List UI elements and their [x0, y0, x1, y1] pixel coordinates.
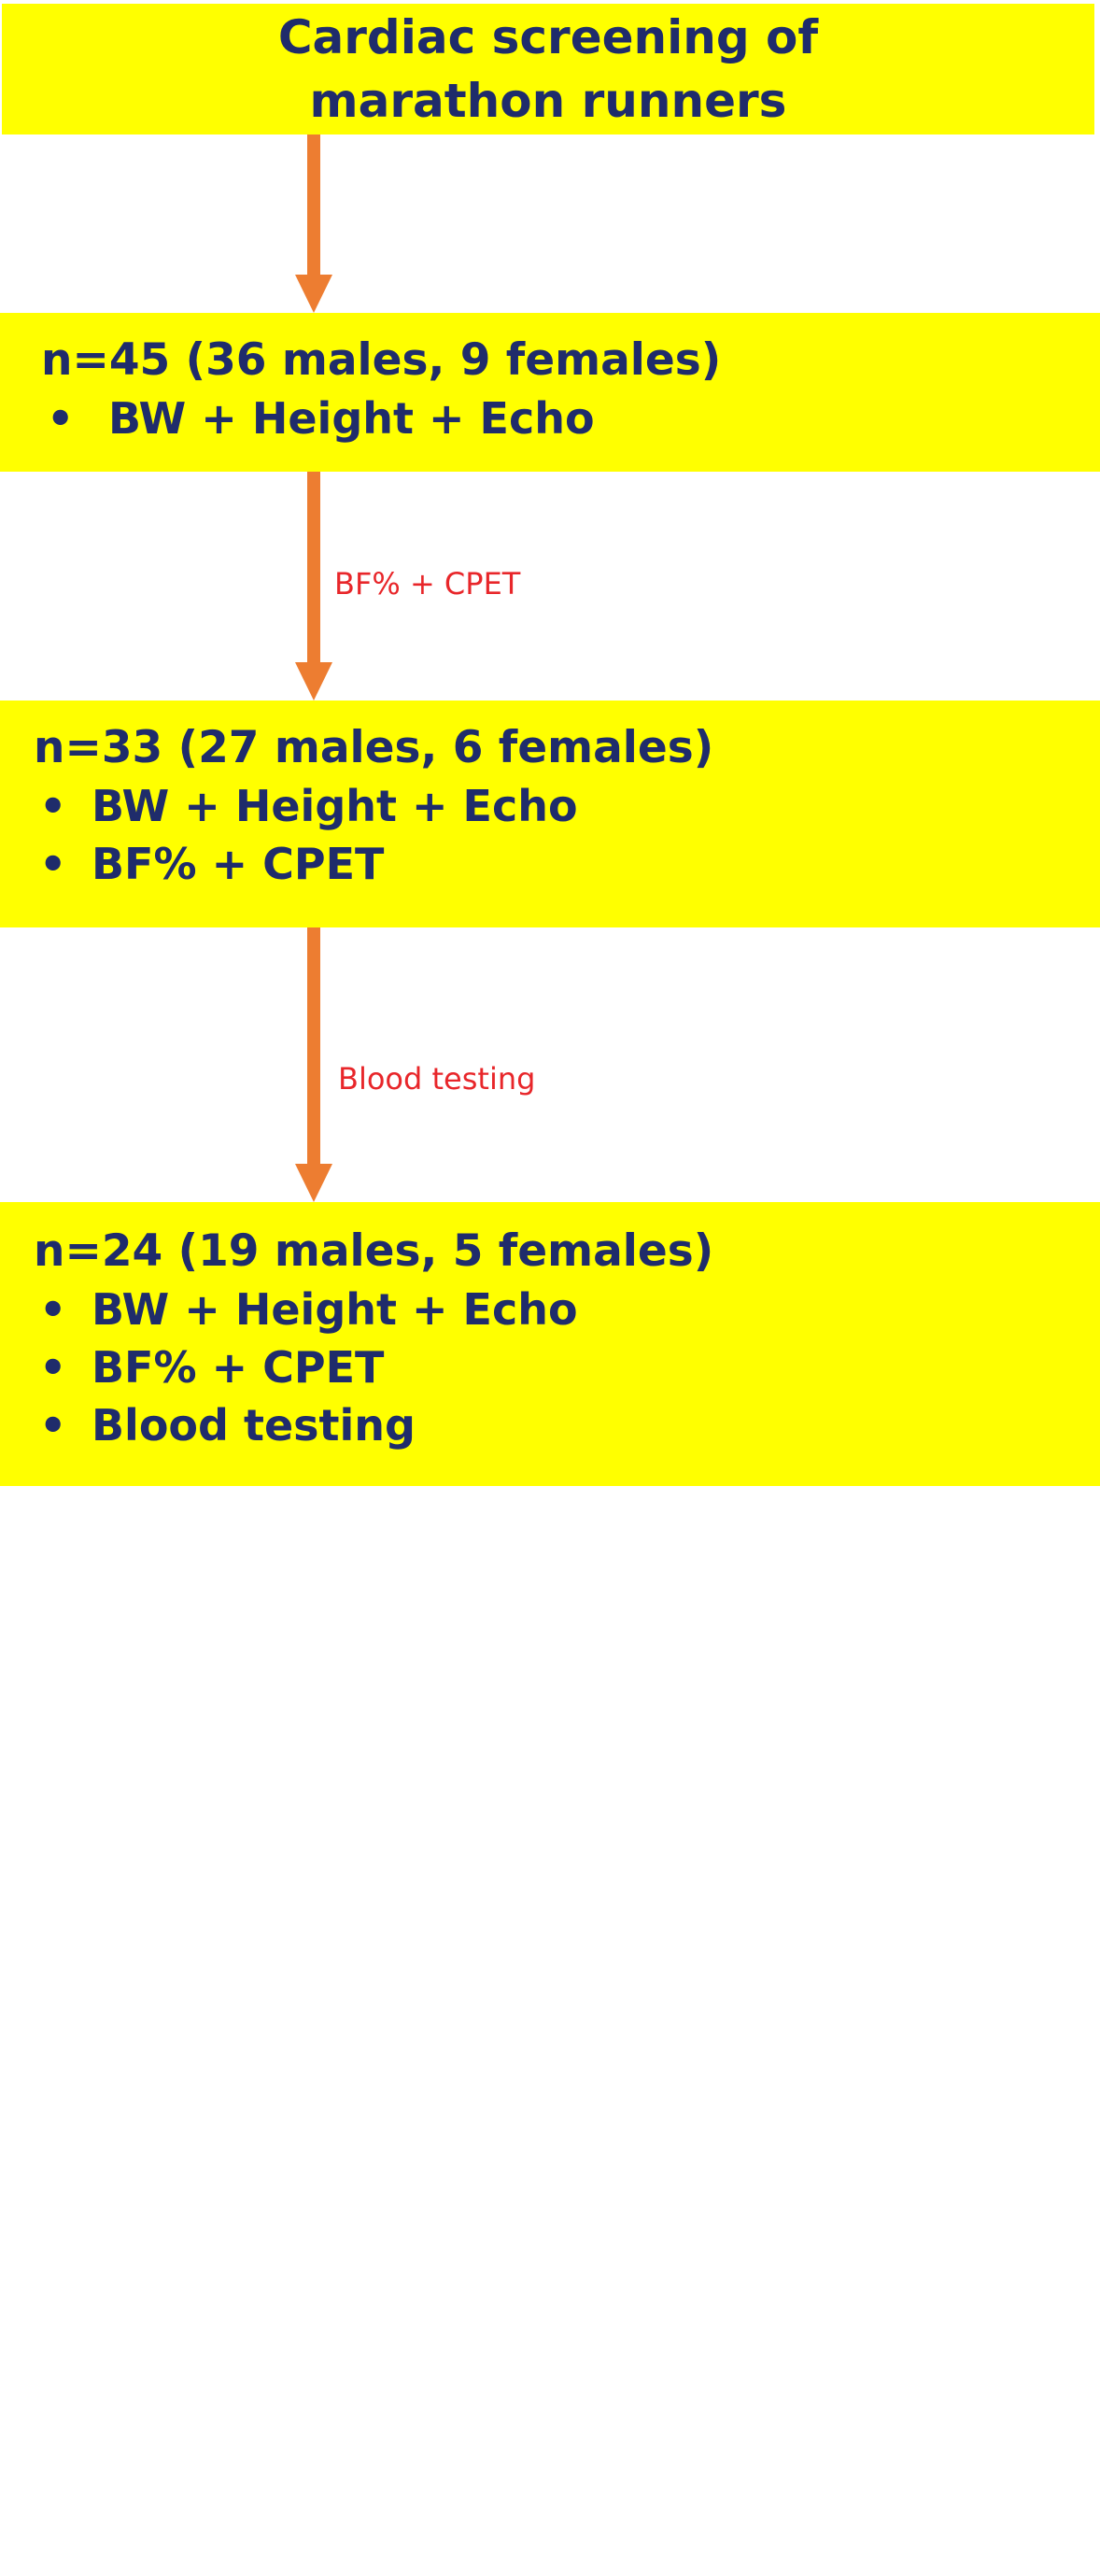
arrow-title-to-step1 — [295, 134, 332, 313]
node-title: Cardiac screening of marathon runners — [2, 4, 1094, 134]
node-title-text: Cardiac screening of marathon runners — [277, 10, 819, 128]
node-step1-heading: n=45 (36 males, 9 females) — [41, 334, 722, 386]
bullet-item: BF% + CPET — [34, 835, 1100, 893]
node-step2-bullets: BW + Height + Echo BF% + CPET — [34, 777, 1100, 893]
node-step2: n=33 (27 males, 6 females) BW + Height +… — [0, 701, 1100, 927]
edge-label-step1-step2: BF% + CPET — [334, 566, 521, 602]
node-step2-heading: n=33 (27 males, 6 females) — [34, 722, 714, 773]
bullet-item: Blood testing — [34, 1396, 1100, 1454]
bullet-item: BW + Height + Echo — [34, 777, 1100, 835]
node-step1: n=45 (36 males, 9 females) BW + Height +… — [0, 313, 1100, 472]
node-step1-bullets: BW + Height + Echo — [41, 389, 1100, 447]
arrow-step2-to-step3 — [295, 927, 332, 1202]
node-step3-heading: n=24 (19 males, 5 females) — [34, 1225, 714, 1277]
bullet-item: BW + Height + Echo — [34, 1281, 1100, 1338]
arrow-step1-to-step2 — [295, 472, 332, 701]
bullet-item: BF% + CPET — [34, 1338, 1100, 1396]
node-step3-bullets: BW + Height + Echo BF% + CPET Blood test… — [34, 1281, 1100, 1454]
bullet-item: BW + Height + Echo — [41, 389, 1100, 447]
node-step3: n=24 (19 males, 5 females) BW + Height +… — [0, 1202, 1100, 1486]
edge-label-step2-step3: Blood testing — [338, 1061, 536, 1097]
